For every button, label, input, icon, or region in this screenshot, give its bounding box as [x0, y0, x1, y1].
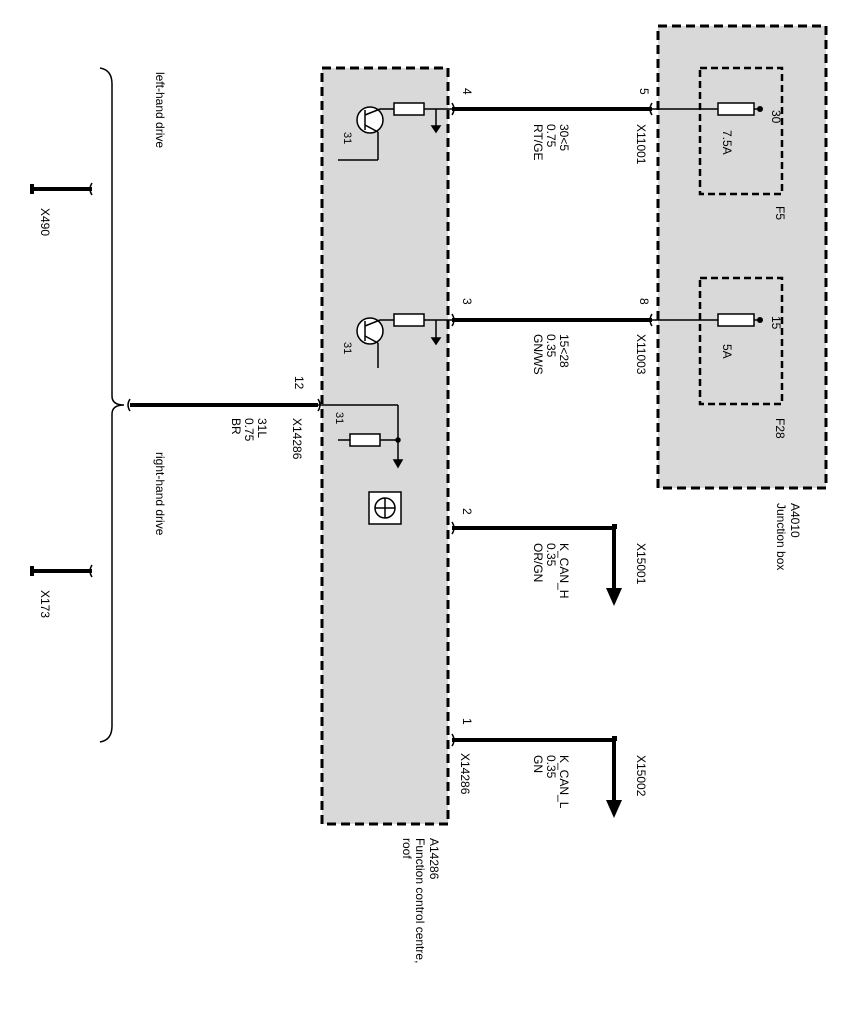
pin3-number: 3 — [460, 298, 474, 305]
ground-x173-id: X173 — [38, 590, 52, 618]
pin3-connector: X11003 — [634, 334, 648, 375]
connector-hooks — [127, 102, 653, 747]
resistor-ground-label: 31 — [333, 412, 345, 424]
resistor-circuit-pin12 — [318, 404, 404, 469]
ground-x173 — [30, 564, 93, 578]
pin4-signal: 30<5 — [557, 124, 571, 151]
fuse-f5-symbol — [652, 102, 763, 116]
fuse-f28-rating: 5A — [720, 344, 734, 359]
pin12-number: 12 — [292, 376, 306, 390]
pin3-conn-pin: 8 — [637, 298, 651, 305]
fuse-f5-id: F5 — [773, 206, 787, 220]
pin2-number: 2 — [460, 508, 474, 515]
transistor2-ground-label: 31 — [341, 342, 353, 354]
pin1-connector: X15002 — [634, 755, 648, 797]
pin2-gauge: 0.35 — [544, 543, 558, 567]
fuse-f5-box — [698, 66, 784, 196]
ground-x490 — [30, 182, 93, 196]
function-centre-box — [320, 66, 450, 826]
pin4-color: RT/GE — [531, 124, 545, 160]
drive-brace — [99, 67, 125, 743]
pin3-signal: 15<28 — [557, 334, 571, 368]
pin2-signal: K_CAN_H — [557, 543, 571, 598]
fuse-f5-terminal: 30 — [769, 110, 783, 124]
pin1-number: 1 — [460, 718, 474, 725]
pin2-color: OR/GN — [531, 543, 545, 582]
can-h-arrow — [606, 524, 622, 606]
pin12-connector: X14286 — [290, 418, 304, 460]
function-centre-id: A14286 — [427, 838, 441, 880]
pin3-color: GN/WS — [531, 334, 545, 375]
pin1-signal: K_CAN_L — [557, 755, 571, 809]
transistor1-ground-label: 31 — [341, 132, 353, 144]
transistor-circuit-pin4 — [338, 102, 452, 161]
left-hand-drive-label: left-hand drive — [153, 72, 167, 148]
fuse-f5-rating: 7.5A — [720, 130, 734, 155]
function-centre-name-2: roof — [400, 838, 414, 859]
fuse-f28-box — [698, 276, 784, 406]
function-centre-name-1: Function control centre, — [413, 838, 427, 963]
fuse-f28-symbol — [652, 313, 763, 327]
control-unit-icon — [368, 491, 402, 525]
transistor-circuit-pin3 — [356, 313, 452, 368]
pin12-signal: 31L — [255, 418, 269, 438]
right-hand-drive-label: right-hand drive — [153, 452, 167, 536]
pin1-gauge: 0.35 — [544, 755, 558, 779]
can-l-arrow — [606, 736, 622, 818]
pin12-color: BR — [229, 418, 243, 435]
ground-x490-id: X490 — [38, 208, 52, 236]
pin1-local-connector: X14286 — [458, 753, 472, 795]
pin4-gauge: 0.75 — [544, 124, 558, 148]
pin4-number: 4 — [460, 88, 474, 95]
pin4-conn-pin: 5 — [637, 88, 651, 95]
pin12-gauge: 0.75 — [242, 418, 256, 442]
pin4-connector: X11001 — [634, 124, 648, 165]
pin1-color: GN — [531, 755, 545, 773]
pin2-connector: X15001 — [634, 543, 648, 585]
fuse-f28-id: F28 — [773, 418, 787, 439]
junction-box-id: A4010 — [788, 503, 802, 538]
junction-box-name: Junction box — [774, 503, 788, 570]
pin3-gauge: 0.35 — [544, 334, 558, 358]
fuse-f28-terminal: 15 — [769, 316, 783, 330]
